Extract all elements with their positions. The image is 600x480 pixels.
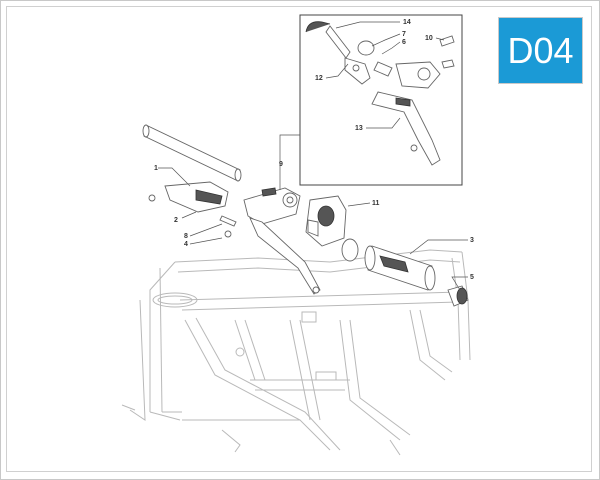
callout-12: 12 — [315, 75, 323, 82]
callout-10: 10 — [425, 35, 433, 42]
callout-13: 13 — [355, 125, 363, 132]
callout-labels: 1 2 3 4 5 6 7 8 9 10 11 12 13 14 — [154, 19, 474, 281]
switch-housing-part-11 — [305, 195, 347, 247]
callout-9: 9 — [279, 161, 283, 168]
callout-8: 8 — [184, 233, 188, 240]
callout-1: 1 — [154, 165, 158, 172]
callout-5: 5 — [470, 274, 474, 281]
callout-11: 11 — [372, 200, 380, 207]
leader-lines — [158, 21, 468, 291]
inset-detail-box — [299, 14, 463, 186]
diagram-border — [6, 6, 592, 472]
bracket-plate-part-1 — [148, 181, 229, 213]
motorcycle-frame — [121, 249, 471, 456]
callout-7: 7 — [402, 31, 406, 38]
callout-14: 14 — [403, 19, 411, 26]
callout-6: 6 — [402, 39, 406, 46]
clutch-lever-assembly — [243, 187, 321, 295]
bolt-part-8 — [219, 215, 237, 227]
bar-end-part-5 — [447, 285, 469, 307]
callout-4: 4 — [184, 241, 188, 248]
callout-3: 3 — [470, 237, 474, 244]
diagram-code-badge: D04 — [498, 17, 583, 84]
nut-part-4 — [224, 230, 232, 238]
handlebar-tube — [142, 124, 242, 182]
callout-2: 2 — [174, 217, 178, 224]
grip-part-3 — [341, 238, 436, 291]
